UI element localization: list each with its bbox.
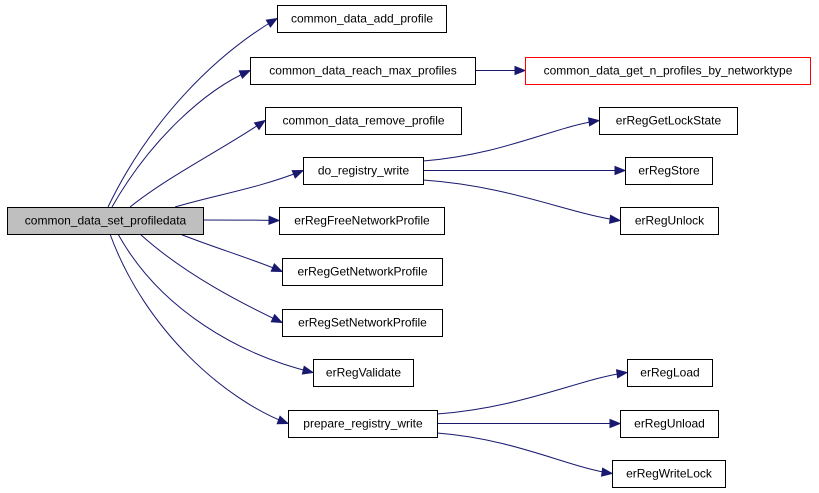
node-unlock[interactable]: erRegUnlock [620,207,719,235]
node-label: erRegValidate [326,366,401,380]
node-getlockstate[interactable]: erRegGetLockState [599,107,738,135]
node-label: erRegUnlock [635,214,705,228]
node-label: common_data_reach_max_profiles [269,64,456,78]
node-prep-write[interactable]: prepare_registry_write [288,410,438,438]
node-load[interactable]: erRegLoad [627,359,713,387]
node-label: do_registry_write [318,164,410,178]
edge-root-to-remove_profile-arrowhead [253,119,267,131]
node-label: prepare_registry_write [303,417,423,431]
node-box [313,359,414,387]
edge-root-to-reach_max-arrowhead [238,69,252,80]
node-box [250,57,476,85]
node-box [282,309,443,337]
node-unload[interactable]: erRegUnload [620,410,719,438]
edge-do_write-to-getlockstate-arrowhead [587,117,601,127]
edge-root-to-reach_max [111,70,251,208]
node-label: erRegWriteLock [626,467,713,481]
edge-root-to-validate [117,233,314,373]
edge-root-to-getnet-arrowhead [270,263,284,273]
node-freenet[interactable]: erRegFreeNetworkProfile [279,207,445,235]
edge-root-to-do_write-arrowhead [291,169,305,179]
node-label: common_data_set_profiledata [25,214,187,228]
edge-root-to-do_write [174,170,304,208]
node-box [612,460,726,488]
node-box [265,107,462,135]
node-box [282,258,443,286]
node-setnet[interactable]: erRegSetNetworkProfile [282,309,443,337]
node-label: erRegGetNetworkProfile [297,265,427,279]
node-validate[interactable]: erRegValidate [313,359,414,387]
node-label: common_data_get_n_profiles_by_networktyp… [544,64,793,78]
node-getnet[interactable]: erRegGetNetworkProfile [282,258,443,286]
node-label: erRegGetLockState [616,114,722,128]
edge-prep_write-to-writelock-arrowhead [600,467,614,477]
edge-prep_write-to-writelock [436,432,613,474]
edges-layer [107,17,629,477]
edge-do_write-to-store-arrowhead [614,165,627,176]
node-store[interactable]: erRegStore [625,157,713,185]
node-box [599,107,738,135]
node-label: common_data_remove_profile [282,114,444,128]
node-box [277,5,447,33]
edge-root-to-freenet-arrowhead [268,215,281,226]
node-do-write[interactable]: do_registry_write [303,157,424,185]
node-label: erRegSetNetworkProfile [298,316,427,330]
edge-root-to-getnet [179,233,283,272]
node-label: erRegStore [638,164,700,178]
edge-root-to-freenet [202,219,280,221]
edge-root-to-setnet-arrowhead [270,313,284,324]
node-get-n[interactable]: common_data_get_n_profiles_by_networktyp… [525,57,811,85]
edge-root-to-prep_write [109,233,289,424]
node-label: erRegFreeNetworkProfile [294,214,430,228]
node-box [525,57,811,85]
node-box [288,410,438,438]
edge-root-to-validate-arrowhead [301,365,315,375]
edge-do_write-to-unlock-arrowhead [608,214,622,224]
edge-prep_write-to-load-arrowhead [615,369,629,379]
node-label: common_data_add_profile [291,12,433,26]
edge-root-to-setnet [139,233,283,323]
node-box [625,157,713,185]
nodes-layer: common_data_set_profiledata common_data_a… [7,5,811,488]
node-root[interactable]: common_data_set_profiledata [7,207,204,235]
edge-root-to-remove_profile [129,120,266,208]
edge-prep_write-to-unload-arrowhead [609,418,622,429]
node-writelock[interactable]: erRegWriteLock [612,460,726,488]
edge-do_write-to-getlockstate [422,120,600,162]
node-box [7,207,204,235]
node-box [279,207,445,235]
edge-do_write-to-unlock [422,179,621,221]
edge-root-to-prep_write-arrowhead [276,415,290,425]
node-box [627,359,713,387]
edge-prep_write-to-load [436,372,628,415]
edge-root-to-add_profile [107,18,278,208]
node-reach-max[interactable]: common_data_reach_max_profiles [250,57,476,85]
edge-reach_max-to-get_n-arrowhead [514,65,527,76]
node-box [620,410,719,438]
node-remove-profile[interactable]: common_data_remove_profile [265,107,462,135]
node-box [620,207,719,235]
node-label: erRegLoad [640,366,699,380]
edge-root-to-add_profile-arrowhead [265,17,279,28]
node-label: erRegUnload [634,417,705,431]
node-box [303,157,424,185]
node-add-profile[interactable]: common_data_add_profile [277,5,447,33]
